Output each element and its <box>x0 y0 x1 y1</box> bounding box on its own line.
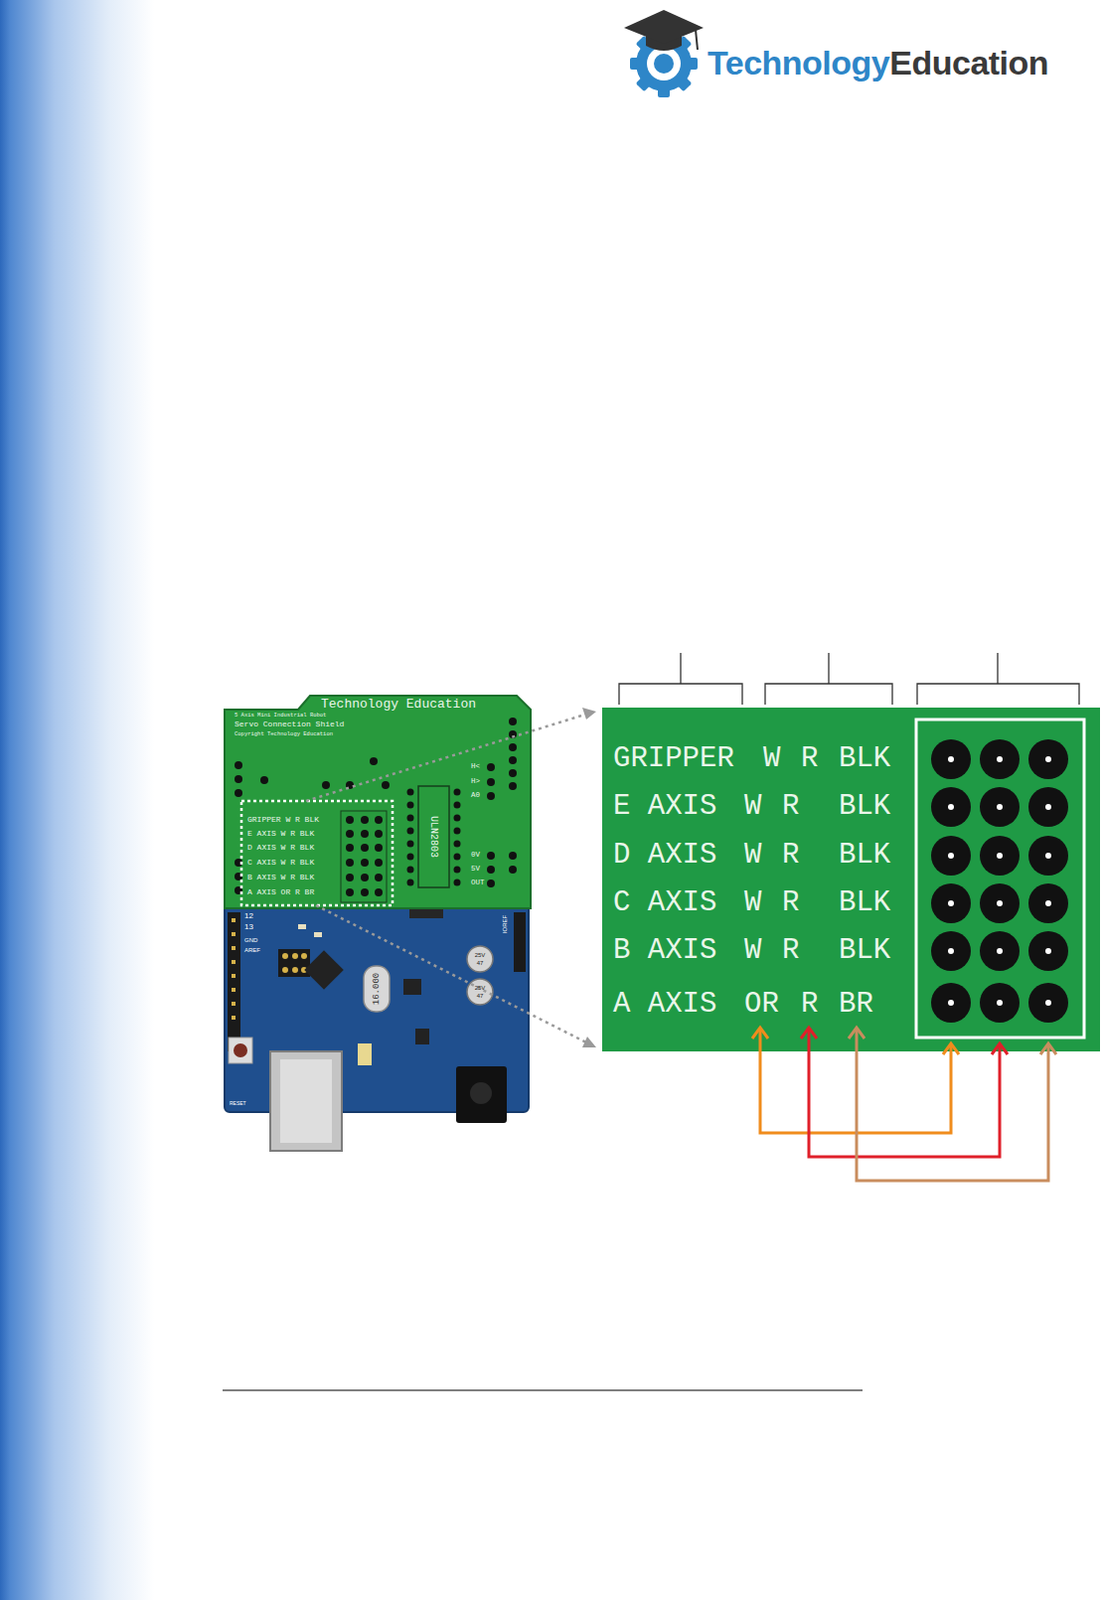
pin-row-label: GRIPPER W R BLK <box>247 815 319 824</box>
pin-name: A0 <box>471 791 480 800</box>
pin-row-label: E AXIS W R BLK <box>247 829 315 838</box>
axis-name: D AXIS <box>613 840 717 871</box>
side-band <box>0 0 155 1600</box>
board-text: Servo Connection Shield <box>234 720 344 729</box>
board-text: Copyright Technology Education <box>234 731 333 738</box>
axis-name: E AXIS <box>613 791 717 822</box>
pin-name: GND <box>244 937 258 944</box>
wire-colour: W <box>744 936 762 966</box>
capacitor-label: 47 <box>476 992 484 999</box>
wire-colour: BR <box>838 989 874 1020</box>
axis-name: A AXIS <box>613 989 717 1020</box>
axis-name: GRIPPER <box>613 744 735 775</box>
zoom-panel: GRIPPERWRBLKE AXISWRBLKD AXISWRBLKC AXIS… <box>602 707 1101 1052</box>
capacitor-label: 25V <box>474 951 486 958</box>
pin-number: 13 <box>244 923 254 932</box>
axis-name: C AXIS <box>613 888 717 919</box>
wire-colour: R <box>800 989 818 1020</box>
leader-arrowhead <box>582 1036 597 1048</box>
logo-wordmark: TechnologyEducation <box>707 45 1049 80</box>
pin-row-label: D AXIS W R BLK <box>247 843 315 852</box>
arduino-board <box>224 894 529 1151</box>
pin-row-label: C AXIS W R BLK <box>247 858 315 867</box>
wire-colour: R <box>782 888 799 919</box>
capacitor-label: 25V <box>474 984 486 991</box>
wire-colour: R <box>782 936 799 966</box>
wire-colour: BLK <box>838 791 891 822</box>
board-title: Technology Education <box>320 697 476 711</box>
leader-line <box>306 713 589 1044</box>
chip-label: ULN2803 <box>428 815 439 858</box>
pin-name: AREF <box>244 946 261 953</box>
bracket <box>619 652 1080 705</box>
wire-colour: W <box>763 744 781 775</box>
logo-text: Education <box>889 45 1049 80</box>
board-text: 5 Axis Mini Industrial Robot <box>234 712 326 719</box>
zoom-panel-ground <box>602 707 1101 1052</box>
pin-name: 0V <box>471 851 480 860</box>
wire-colour: OR <box>744 989 780 1020</box>
wire-colour: BLK <box>838 888 891 919</box>
wire-colour: R <box>782 791 799 822</box>
pin-name: H< <box>471 763 480 772</box>
logo-text: Technology <box>707 45 890 80</box>
wire-colour: R <box>800 744 818 775</box>
pin-name: OUT <box>471 879 485 888</box>
wire-colour: W <box>744 840 762 871</box>
wire-colour: BLK <box>838 840 891 871</box>
crystal-label: 16.000 <box>372 972 382 1005</box>
pin-number: 12 <box>244 912 254 921</box>
pin-frame <box>916 719 1085 1038</box>
rule-line <box>222 1389 863 1392</box>
logo-icon <box>624 9 704 98</box>
header-pins <box>931 739 1069 1023</box>
pin-name: IOREF <box>501 915 508 934</box>
servo-shield <box>224 695 531 909</box>
wire-arrow <box>752 1027 1057 1181</box>
axis-name: B AXIS <box>613 936 717 966</box>
capacitor-label: 47 <box>476 959 484 966</box>
pin-row-label: B AXIS W R BLK <box>247 873 315 882</box>
button-label: RESET <box>229 1101 247 1106</box>
wire-colour: R <box>782 840 799 871</box>
leader-arrowhead <box>582 707 597 720</box>
pin-row-label: A AXIS OR R BR <box>247 888 315 897</box>
wire-colour: W <box>744 791 762 822</box>
wire-colour: W <box>744 888 762 919</box>
pin-name: 5V <box>471 865 480 874</box>
wire-colour: BLK <box>838 936 891 966</box>
pin-name: H> <box>471 778 480 787</box>
wire-colour: BLK <box>838 744 891 775</box>
